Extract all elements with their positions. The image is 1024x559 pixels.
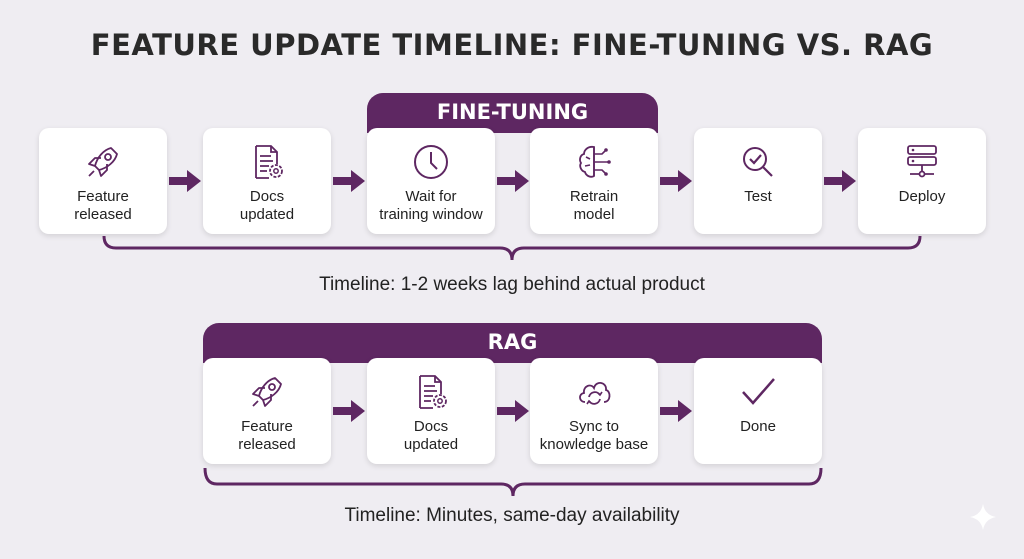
checkmark-icon (742, 378, 775, 405)
rag-timeline: Timeline: Minutes, same-day availability (344, 505, 680, 526)
step-test: Test (694, 128, 822, 234)
arrow-icon (824, 170, 856, 192)
rocket-icon (252, 377, 282, 407)
brain-circuit-icon (579, 145, 611, 178)
search-check-icon (743, 147, 773, 177)
document-gear-icon (419, 375, 447, 409)
arrow-icon (497, 170, 529, 192)
rag-banner: RAG (203, 323, 822, 363)
step-label: Deploy (898, 188, 946, 205)
server-icon (907, 145, 937, 178)
rocket-icon (88, 147, 118, 177)
rag-brace (203, 467, 823, 497)
sparkle-icon (970, 504, 996, 530)
step-label: Test (744, 188, 772, 205)
step-deploy: Deploy (858, 128, 986, 234)
arrow-icon (660, 400, 692, 422)
arrow-icon (497, 400, 529, 422)
arrow-icon (333, 400, 365, 422)
arrow-icon (333, 170, 365, 192)
step-done: Done (694, 358, 822, 464)
fine-tuning-banner: FINE-TUNING (367, 93, 658, 133)
fine-tuning-brace (102, 235, 922, 261)
clock-icon (414, 145, 448, 179)
cloud-sync-icon (579, 382, 611, 405)
arrow-icon (169, 170, 201, 192)
page-title: FEATURE UPDATE TIMELINE: FINE-TUNING VS.… (90, 28, 934, 62)
arrow-icon (660, 170, 692, 192)
step-label: Done (740, 418, 776, 435)
document-gear-icon (255, 145, 283, 179)
fine-tuning-timeline: Timeline: 1-2 weeks lag behind actual pr… (319, 274, 705, 295)
